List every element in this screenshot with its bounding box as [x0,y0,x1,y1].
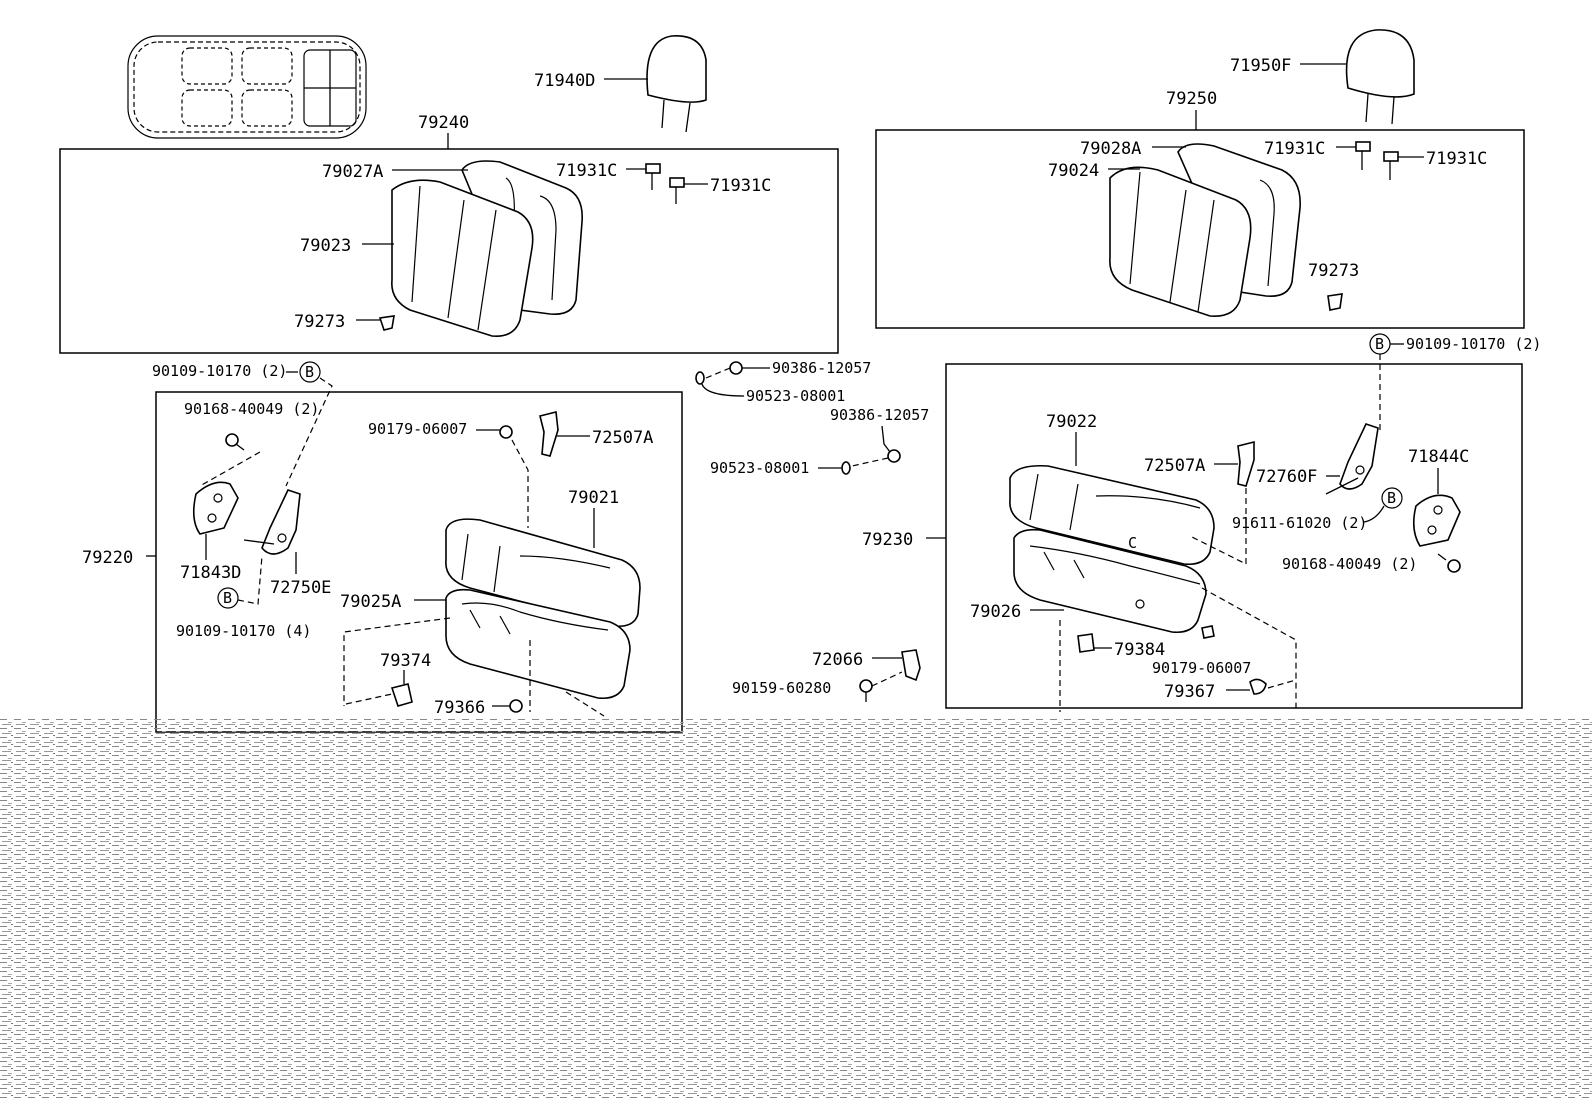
hinge-72760F [1325,423,1379,495]
guide-71931C-d [1383,151,1399,180]
cover-79374 [390,683,413,707]
label-79028A: 79028A [1080,139,1141,159]
callout-b-text-right-lower: B [1387,489,1396,507]
label-90109-10170-2-right: 90109-10170 (2) [1406,335,1541,353]
label-72066: 72066 [812,650,863,670]
label-90523-08001-a: 90523-08001 [746,387,845,405]
label-79240: 79240 [418,113,469,133]
group-box-79230 [945,363,1523,709]
label-90179-06007-right: 90179-06007 [1152,659,1251,677]
striker-72507A-right [1237,440,1255,487]
label-90168-40049-2-right: 90168-40049 (2) [1282,555,1417,573]
guide-71931C-a [645,163,661,190]
label-71844C: 71844C [1408,447,1469,467]
label-71931C-a: 71931C [556,161,617,181]
vehicle-seat-layout-icon [127,35,367,139]
washer-90523-08001-b [841,461,851,475]
svg-text:C: C [1128,534,1137,552]
group-box-79240 [59,148,839,354]
label-79366: 79366 [434,698,485,718]
label-79023: 79023 [300,236,351,256]
striker-72507A-left [539,411,559,457]
callout-b-text-right: B [1375,335,1384,353]
headrest-71950F [1345,29,1415,125]
seatback-79024 [1109,166,1252,317]
label-90386-12057-b: 90386-12057 [830,406,929,424]
hinge-71844C [1412,494,1461,547]
cap-90386-12057-a [729,361,743,375]
label-90109-10170-4: 90109-10170 (4) [176,622,311,640]
bolt-90159-60280 [859,679,873,702]
callout-b-text-lower-left: B [223,589,232,607]
label-90386-12057-a: 90386-12057 [772,359,871,377]
label-79273-left: 79273 [294,312,345,332]
cap-90386-12057-b [887,449,901,463]
label-90523-08001-b: 90523-08001 [710,459,809,477]
washer-90523-08001-a [695,371,705,385]
callout-b-text: B [305,363,314,381]
callout-b-marker-lower-left [217,587,239,609]
label-79273-right: 79273 [1308,261,1359,281]
label-71931C-d: 71931C [1426,149,1487,169]
label-72760F: 72760F [1256,467,1317,487]
hinge-71843D [192,481,239,535]
label-79022: 79022 [1046,412,1097,432]
label-90109-10170-2-left: 90109-10170 (2) [152,362,287,380]
seat-cushion-79021 [445,518,641,628]
hinge-72750E [243,489,301,555]
label-71931C-b: 71931C [710,176,771,196]
callout-b-marker [299,361,321,383]
clip-79273-right [1327,293,1343,311]
label-79220: 79220 [82,548,133,568]
label-91611-61020: 91611-61020 (2) [1232,514,1367,532]
label-79230: 79230 [862,530,913,550]
nut-90179-06007-left [499,425,513,439]
label-90168-40049-2-left: 90168-40049 (2) [184,400,319,418]
label-72750E: 72750E [270,578,331,598]
label-79024: 79024 [1048,161,1099,181]
group-box-79250 [875,129,1525,329]
seat-frame-79025A [445,588,631,700]
clip-79367 [1249,678,1267,695]
label-71940D: 71940D [534,71,595,91]
scan-noise-area [0,718,1592,1099]
label-71931C-c: 71931C [1264,139,1325,159]
label-79384: 79384 [1114,640,1165,660]
label-79025A: 79025A [340,592,401,612]
label-79027A: 79027A [322,162,383,182]
label-79367: 79367 [1164,682,1215,702]
label-90179-06007-left: 90179-06007 [368,420,467,438]
guide-71931C-c [1355,141,1371,170]
clip-79273-left [378,315,395,331]
seat-frame-79026 [1013,528,1207,634]
seat-cushion-79022: C [1009,464,1215,566]
bolt-90168-40049-left [225,433,245,451]
label-72507A-right: 72507A [1144,456,1205,476]
label-79026: 79026 [970,602,1021,622]
guide-71931C-b [669,177,685,204]
bracket-72066 [901,649,921,682]
nut-90179-06007-right [1201,625,1215,639]
label-71843D: 71843D [180,563,241,583]
seatback-79023 [391,179,534,337]
label-71950F: 71950F [1230,56,1291,76]
clip-79366 [509,699,523,713]
label-79250: 79250 [1166,89,1217,109]
label-79374: 79374 [380,651,431,671]
label-79021: 79021 [568,488,619,508]
label-72507A-left: 72507A [592,428,653,448]
bolt-90168-40049-right [1437,553,1461,573]
headrest-71940D [646,35,707,133]
cover-79384 [1077,633,1095,653]
label-90159-60280: 90159-60280 [732,679,831,697]
callout-b-marker-right-lower [1381,487,1403,509]
